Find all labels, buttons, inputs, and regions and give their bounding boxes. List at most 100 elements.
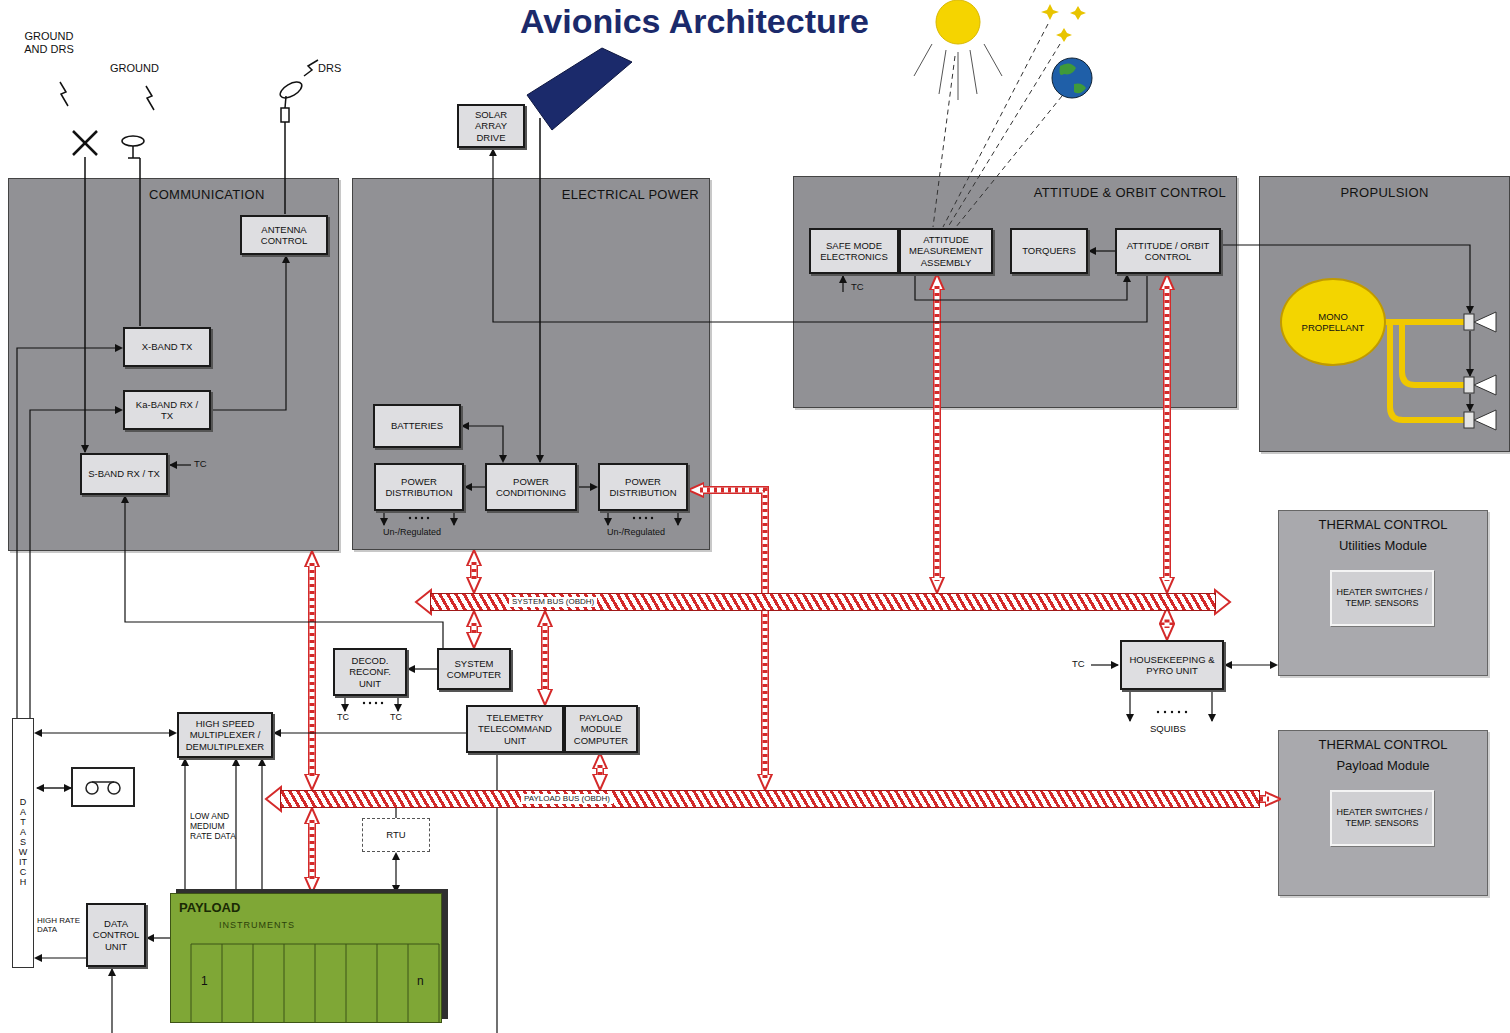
command-arrow: [453, 512, 454, 525]
bus-stripe: [543, 623, 548, 693]
signal-line: [1228, 665, 1274, 666]
command-arrow: [677, 512, 678, 525]
antenna-symbol: [60, 82, 68, 106]
unit-label: DATA SWITCH: [19, 798, 28, 887]
annotation-label: SQUIBS: [1150, 724, 1210, 735]
unit-label: HOUSEKEEPING & PYRO UNIT: [1126, 654, 1218, 677]
signal-line: [1092, 251, 1115, 252]
sun-earth-stars: [1060, 63, 1087, 93]
group-heading: COMMUNICATION: [9, 179, 338, 202]
bus-stripe: [1165, 286, 1170, 581]
group-heading: ATTITUDE & ORBIT CONTROL: [794, 177, 1236, 200]
solar-panel: [527, 48, 632, 130]
output-dots: [1164, 711, 1166, 713]
sun-earth-stars: [1070, 6, 1086, 20]
data-line: [261, 759, 262, 892]
unit-label: 1: [201, 974, 208, 988]
signal-line: [395, 808, 396, 818]
bus-stripe: [310, 820, 315, 881]
command-arrow: [170, 276, 1212, 721]
remote-terminal-box: RTU: [362, 818, 430, 852]
bus-link: [1163, 620, 1171, 629]
unit-label: SYSTEM BUS (OBDH): [509, 597, 597, 607]
output-dots: [421, 517, 423, 519]
command-arrow: [383, 512, 384, 525]
annotation-label: GROUND: [110, 62, 180, 75]
tape-recorder: [72, 768, 134, 806]
cell-divider: [253, 944, 254, 1022]
tape-recorder: [37, 768, 134, 806]
signal-line: [125, 499, 443, 648]
sun-earth-stars: [1056, 28, 1072, 42]
unit-label: MONO PROPELLANT: [1286, 311, 1380, 334]
tape-recorder: [37, 787, 71, 789]
tank-circle: MONO PROPELLANT: [1280, 278, 1386, 366]
signal-line: [30, 410, 119, 718]
payload-block: PAYLOADINSTRUMENTS1n: [170, 893, 442, 1023]
bus-link: [470, 562, 478, 581]
bus-link: [937, 286, 938, 581]
signal-line: [150, 937, 170, 938]
signal-line: [465, 426, 503, 459]
sun-earth-stars: [939, 50, 946, 94]
unit-box: SYSTEM COMPUTER: [437, 648, 511, 690]
unit-label: POWER CONDITIONING: [491, 476, 571, 499]
bus-stripe: [310, 820, 315, 881]
signal-line: [38, 733, 173, 734]
signal-line: [395, 856, 396, 889]
thruster: [1464, 377, 1474, 393]
bus-stripe: [1165, 620, 1170, 629]
unit-box: POWER DISTRIBUTION: [598, 463, 688, 511]
unit-label: SYSTEM COMPUTER: [443, 658, 505, 681]
switch-column: DATA SWITCH: [12, 718, 34, 968]
bus-link: [600, 765, 601, 778]
unit-label: HIGH SPEED MULTIPLEXER / DEMULTIPLEXER: [183, 718, 267, 752]
antenna-symbol: [285, 96, 286, 108]
thruster: [1464, 314, 1474, 330]
bus-link: [545, 623, 546, 693]
bus-stripe: [472, 623, 477, 636]
bus-stripe: [310, 563, 315, 778]
bus-stripe: [1260, 797, 1269, 802]
bus-stripe: [472, 562, 477, 581]
command-arrow: [607, 512, 608, 525]
bus-link: [700, 490, 765, 778]
unit-label: DATA CONTROL UNIT: [92, 918, 140, 952]
unit-label: PAYLOAD MODULE COMPUTER: [570, 712, 632, 746]
signal-line: [125, 499, 443, 648]
unit-label: POWER DISTRIBUTION: [604, 476, 682, 499]
bus-stripe: [935, 286, 940, 581]
unit-label: ANTENNA CONTROL: [246, 224, 322, 247]
antenna-symbol: [281, 108, 289, 122]
signal-line: [493, 152, 1147, 322]
output-dots: [363, 702, 365, 704]
unit-label: ATTITUDE / ORBIT CONTROL: [1121, 240, 1215, 263]
cell-divider: [191, 944, 192, 1022]
unit-box: POWER DISTRIBUTION: [374, 463, 464, 511]
unit-box: TELEMETRY TELECOMMAND UNIT: [466, 705, 564, 753]
signal-line: [396, 808, 397, 818]
bus-link: [541, 623, 549, 693]
signal-label: LOW AND MEDIUM RATE DATA: [190, 812, 242, 841]
signal-line: [411, 669, 437, 670]
unit-label: TELEMETRY TELECOMMAND UNIT: [472, 712, 558, 746]
data-line: [112, 754, 497, 1033]
signal-line: [411, 668, 437, 669]
group-heading: Payload Module: [1279, 752, 1487, 773]
unit-label: TORQUERS: [1022, 245, 1076, 256]
command-arrow: [1211, 691, 1212, 721]
annotation-label: Un-/Regulated: [607, 527, 697, 537]
signal-line: [235, 762, 236, 893]
antenna-symbol: [73, 131, 97, 155]
bus-link: [308, 820, 316, 881]
bus-link: [1167, 286, 1168, 581]
bus-link: [1167, 620, 1168, 629]
bus-stripe: [700, 490, 765, 778]
signal-line: [17, 348, 119, 718]
cell-divider: [222, 944, 223, 1022]
unit-box: ANTENNA CONTROL: [240, 215, 328, 255]
output-dots: [415, 517, 417, 519]
signal-line: [1092, 250, 1115, 251]
sun-earth-stars: [943, 24, 1048, 227]
thermal-panel: THERMAL CONTROLPayload ModuleHEATER SWIT…: [1278, 730, 1488, 896]
